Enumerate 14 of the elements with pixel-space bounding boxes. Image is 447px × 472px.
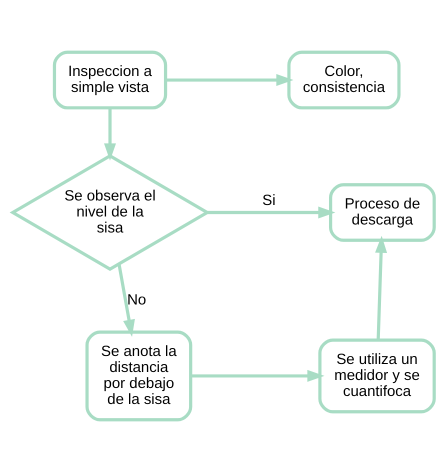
node-box: Se utiliza un medidor y se cuantifoca [318, 338, 436, 414]
arrow [375, 236, 388, 340]
node-box: Se anota la distancia por debajo de la sisa [85, 330, 192, 422]
arrow [166, 74, 294, 86]
node-diamond: Se observa el nivel de la sisa [10, 154, 210, 271]
node-box: Inspeccion a simple vista [52, 50, 168, 110]
arrow [104, 108, 116, 161]
arrow [208, 206, 336, 218]
arrow [190, 370, 324, 382]
node-box: Proceso de descarga [328, 183, 436, 242]
edge-label: Si [262, 192, 276, 210]
arrow [117, 264, 135, 337]
node-box: Color, consistencia [287, 50, 401, 110]
edge-label: No [127, 292, 146, 309]
